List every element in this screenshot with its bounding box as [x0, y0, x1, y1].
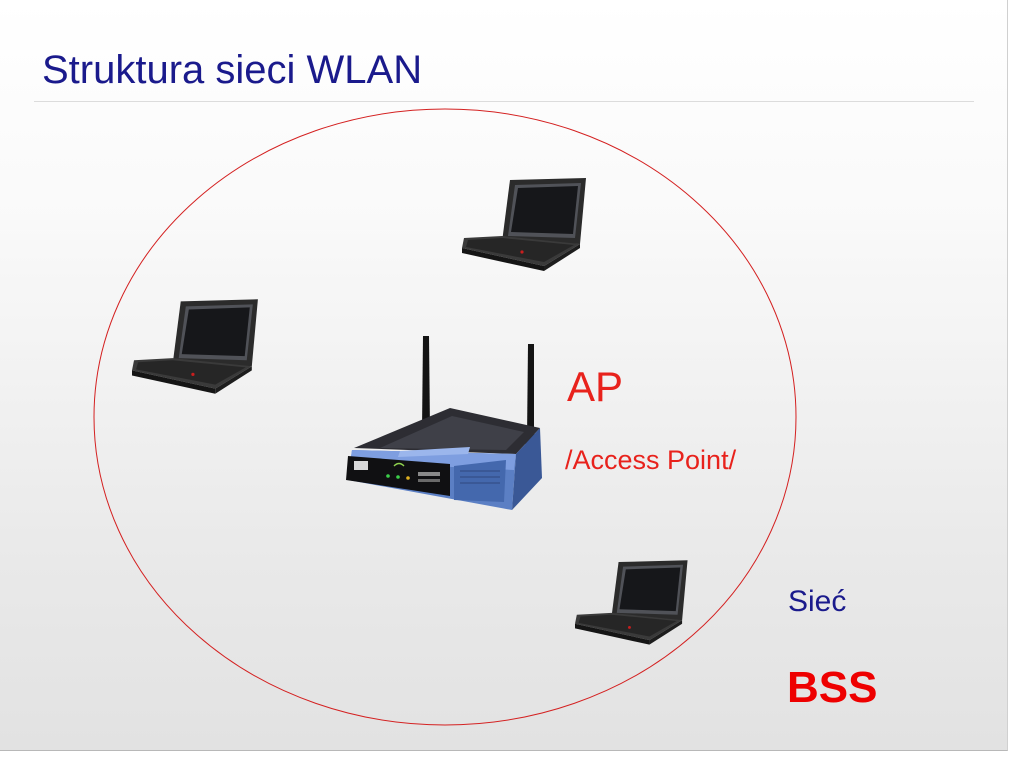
bss-coverage-circle	[93, 108, 797, 726]
slide-title: Struktura sieci WLAN	[42, 48, 423, 92]
network-label: Sieć	[788, 585, 847, 618]
laptop-icon	[462, 178, 586, 271]
ap-description: /Access Point/	[565, 445, 737, 475]
bss-label: BSS	[787, 663, 878, 712]
title-divider	[34, 101, 974, 102]
slide: Struktura sieci WLAN	[0, 0, 1008, 751]
wireless-router-icon	[346, 336, 542, 510]
ap-label: AP	[567, 363, 624, 410]
laptop-icon	[575, 560, 688, 645]
laptop-icon	[132, 299, 258, 394]
